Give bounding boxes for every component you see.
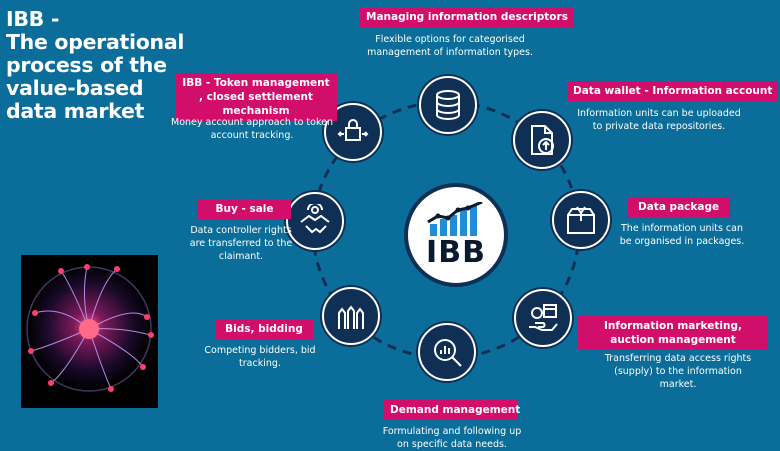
ibb-logo: IBB	[404, 183, 508, 287]
step-label-data-package: Data package	[627, 197, 731, 217]
title-line: value-based	[6, 76, 144, 100]
title-line: data market	[6, 99, 145, 123]
title-line: The operational	[6, 30, 185, 54]
logo-text: IBB	[426, 235, 486, 270]
page-title: IBB - The operational process of the val…	[6, 8, 196, 123]
hand-money-icon	[514, 289, 572, 347]
step-label-buy-sale: Buy - sale	[198, 199, 291, 219]
step-desc-demand: Formulating and following up on specific…	[382, 426, 522, 450]
step-desc-buy-sale: Data controller rights are transferred t…	[189, 225, 293, 262]
bar-chart-logo-icon	[427, 202, 483, 236]
plasma-ball-image	[21, 255, 158, 408]
step-desc-info-descriptors: Flexible options for categorised managem…	[367, 34, 533, 58]
step-desc-info-marketing: Transferring data access rights (supply)…	[604, 353, 752, 390]
step-label-info-marketing: Information marketing, auction managemen…	[578, 316, 768, 350]
step-desc-data-package: The information units can be organised i…	[619, 223, 745, 247]
analytics-search-icon	[418, 323, 476, 381]
step-label-info-descriptors: Managing information descriptors	[360, 7, 574, 27]
step-label-data-wallet: Data wallet - Information account	[567, 81, 779, 101]
step-label-token: IBB - Token management , closed settleme…	[175, 73, 337, 121]
box-icon	[552, 191, 610, 249]
raised-hands-icon	[322, 287, 380, 345]
database-icon	[419, 76, 477, 134]
title-line: process of the	[6, 53, 167, 77]
step-desc-data-wallet: Information units can be uploaded to pri…	[577, 108, 741, 132]
step-desc-token: Money account approach to token account …	[171, 117, 333, 141]
step-label-demand: Demand management	[384, 400, 520, 420]
handshake-icon	[286, 192, 344, 250]
file-upload-icon	[513, 111, 571, 169]
step-desc-bids: Competing bidders, bid tracking.	[204, 345, 316, 369]
title-line: IBB -	[6, 7, 60, 31]
step-label-bids: Bids, bidding	[215, 319, 313, 339]
